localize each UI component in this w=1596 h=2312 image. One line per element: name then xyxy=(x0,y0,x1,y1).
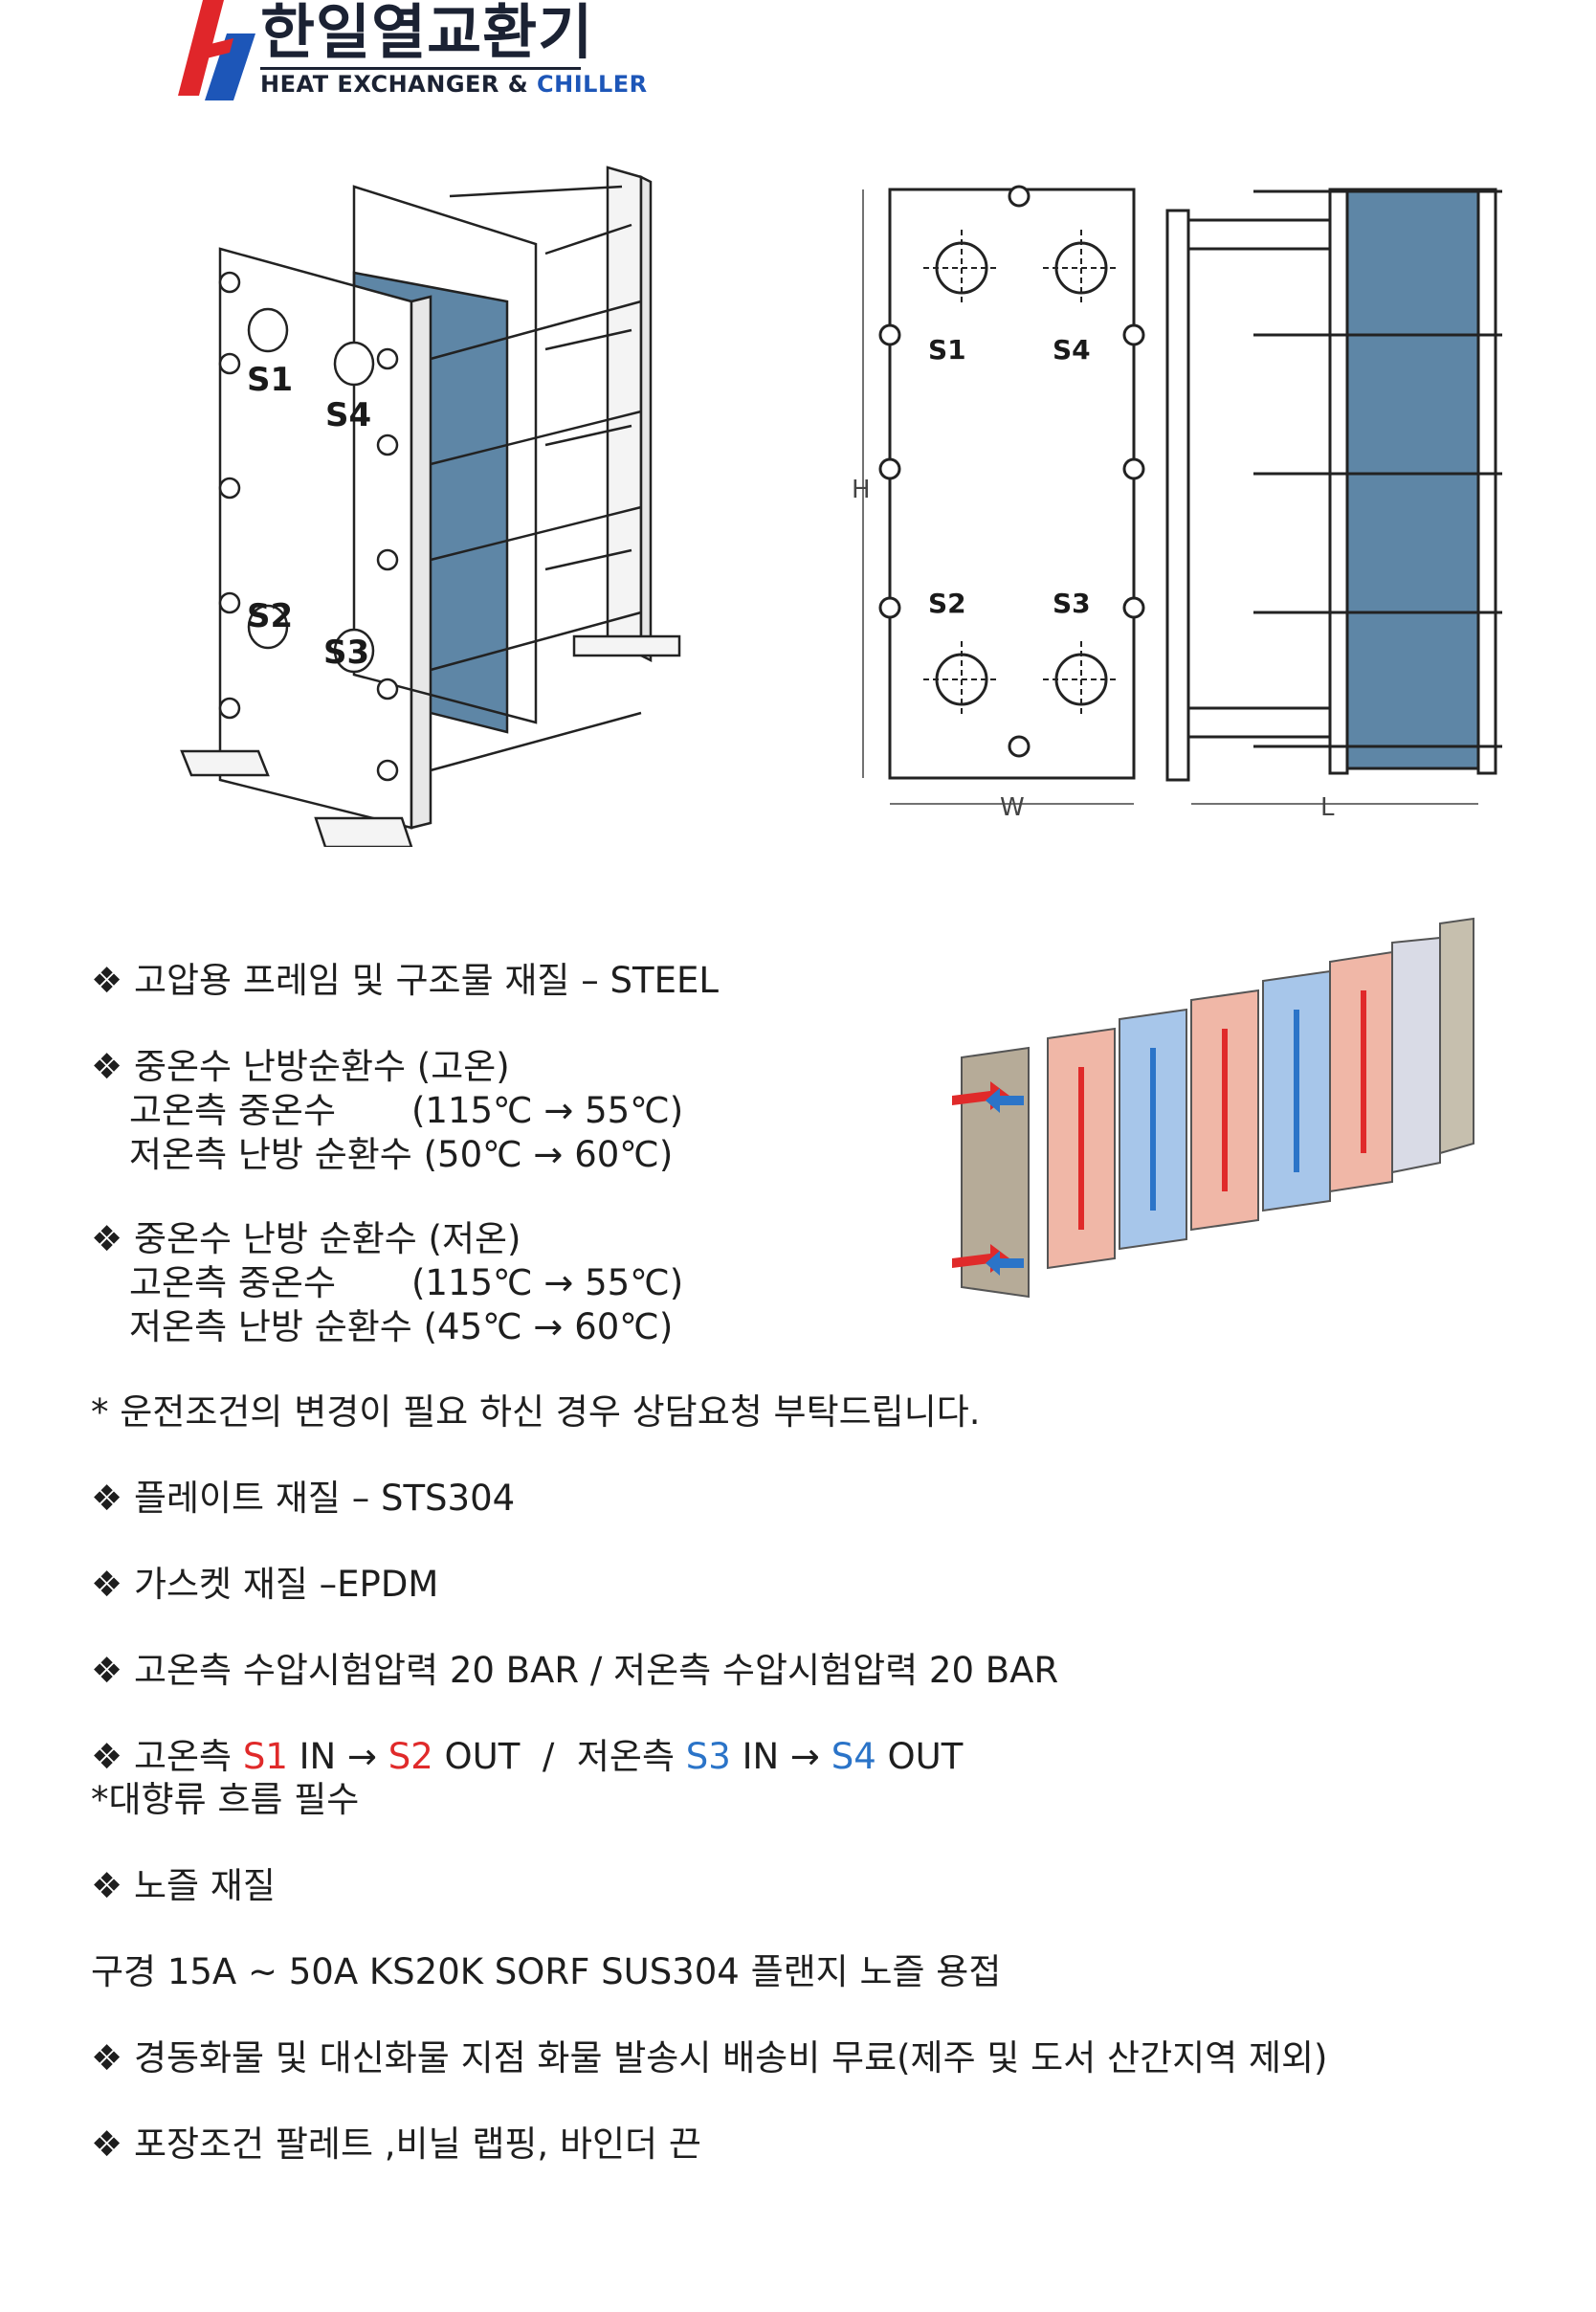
bullet-icon: ❖ xyxy=(91,1564,123,1605)
left-port-s3-label: S3 xyxy=(323,634,369,672)
dimension-height-label: H xyxy=(852,476,871,504)
bullet-icon: ❖ xyxy=(91,2123,123,2165)
spec-plate-text: 플레이트 재질 – STS304 xyxy=(133,1478,516,1519)
plate-flow-illustration xyxy=(952,917,1474,1299)
right-port-s1-label: S1 xyxy=(928,334,966,366)
bullet-icon: ❖ xyxy=(91,960,123,1001)
flow-s2: S2 xyxy=(388,1736,433,1777)
spec-condition2-title: ❖ 중온수 난방 순환수 (저온) xyxy=(91,1217,521,1261)
spec-gasket-text: 가스켓 재질 –EPDM xyxy=(133,1564,439,1605)
spec-gasket: ❖ 가스켓 재질 –EPDM xyxy=(91,1563,438,1607)
dimension-length-label: L xyxy=(1320,793,1335,822)
condition1-low: 저온측 난방 순환수 (50℃ → 60℃) xyxy=(129,1134,674,1175)
condition1-title-text: 중온수 난방순환수 (고온) xyxy=(133,1046,510,1087)
condition2-low: 저온측 난방 순환수 (45℃ → 60℃) xyxy=(129,1306,674,1347)
bullet-icon: ❖ xyxy=(91,2037,123,2079)
logo-divider xyxy=(260,67,581,70)
right-port-s2-label: S2 xyxy=(928,588,966,619)
spec-frame-text: 고압용 프레임 및 구조물 재질 – STEEL xyxy=(133,960,719,1001)
logo-mark-icon xyxy=(178,0,255,100)
logo-tagline-suffix: CHILLER xyxy=(537,71,648,98)
spec-plate: ❖ 플레이트 재질 – STS304 xyxy=(91,1477,515,1521)
left-port-s2-label: S2 xyxy=(247,597,293,635)
spec-packing: ❖ 포장조건 팔레트 ,비닐 랩핑, 바인더 끈 xyxy=(91,2123,701,2167)
condition2-high: 고온측 중온수 (115℃ → 55℃) xyxy=(129,1261,683,1305)
condition2-high-value: (115℃ → 55℃) xyxy=(411,1262,684,1303)
note-conditions: * 운전조건의 변경이 필요 하신 경우 상담요청 부탁드립니다. xyxy=(91,1391,981,1433)
flow-separator: / xyxy=(542,1736,555,1777)
left-port-s1-label: S1 xyxy=(247,361,293,399)
spec-frame: ❖ 고압용 프레임 및 구조물 재질 – STEEL xyxy=(91,959,719,1003)
condition1-high-value: (115℃ → 55℃) xyxy=(411,1090,684,1131)
spec-condition1-title: ❖ 중온수 난방순환수 (고온) xyxy=(91,1045,510,1089)
condition2-high-label: 고온측 중온수 xyxy=(129,1262,337,1303)
bullet-icon: ❖ xyxy=(91,1650,123,1691)
flow-s1: S1 xyxy=(242,1736,288,1777)
spec-shipping-text: 경동화물 및 대신화물 지점 화물 발송시 배송비 무료(제주 및 도서 산간지… xyxy=(133,2037,1328,2079)
company-logo: 한일열교환기 HEAT EXCHANGER & CHILLER xyxy=(0,0,647,105)
dimension-width-label: W xyxy=(1000,793,1025,822)
left-port-s4-label: S4 xyxy=(325,396,371,434)
right-port-s4-label: S4 xyxy=(1053,334,1091,366)
flow-s4: S4 xyxy=(831,1736,876,1777)
bullet-icon: ❖ xyxy=(91,1736,123,1777)
spec-shipping: ❖ 경동화물 및 대신화물 지점 화물 발송시 배송비 무료(제주 및 도서 산… xyxy=(91,2036,1327,2080)
bullet-icon: ❖ xyxy=(91,1046,123,1087)
logo-tagline-prefix: HEAT EXCHANGER & xyxy=(260,71,529,98)
heat-exchanger-isometric-diagram: S1 S4 S2 S3 xyxy=(180,166,681,847)
spec-flow: ❖ 고온측 S1 IN → S2 OUT / 저온측 S3 IN → S4 OU… xyxy=(91,1735,963,1779)
spec-nozzle: ❖ 노즐 재질 xyxy=(91,1864,276,1908)
condition1-high-label: 고온측 중온수 xyxy=(129,1090,337,1131)
logo-english-tagline: HEAT EXCHANGER & CHILLER xyxy=(260,71,648,98)
spec-pressure: ❖ 고온측 수압시험압력 20 BAR / 저온측 수압시험압력 20 BAR xyxy=(91,1649,1058,1693)
note-flow: *대향류 흐름 필수 xyxy=(91,1779,360,1820)
condition2-title-text: 중온수 난방 순환수 (저온) xyxy=(133,1218,521,1259)
bullet-icon: ❖ xyxy=(91,1865,123,1906)
spec-nozzle-detail: 구경 15A ~ 50A KS20K SORF SUS304 플랜지 노즐 용접 xyxy=(91,1951,1002,1992)
logo-korean-name: 한일열교환기 xyxy=(260,0,594,67)
heat-exchanger-dimension-diagram: S1 S4 S2 S3 H W L xyxy=(852,185,1502,822)
bullet-icon: ❖ xyxy=(91,1218,123,1259)
spec-packing-text: 포장조건 팔레트 ,비닐 랩핑, 바인더 끈 xyxy=(133,2123,701,2165)
flow-in2: IN → xyxy=(742,1736,820,1777)
spec-pressure-text: 고온측 수압시험압력 20 BAR / 저온측 수압시험압력 20 BAR xyxy=(133,1650,1059,1691)
flow-cold-side: 저온측 xyxy=(576,1736,676,1777)
condition1-high: 고온측 중온수 (115℃ → 55℃) xyxy=(129,1089,683,1133)
spec-nozzle-title: 노즐 재질 xyxy=(133,1865,276,1906)
right-port-s3-label: S3 xyxy=(1053,588,1091,619)
flow-out1: OUT xyxy=(444,1736,521,1777)
flow-out2: OUT xyxy=(887,1736,964,1777)
flow-s3: S3 xyxy=(685,1736,731,1777)
bullet-icon: ❖ xyxy=(91,1478,123,1519)
flow-hot-side: 고온측 xyxy=(133,1736,233,1777)
flow-in1: IN → xyxy=(299,1736,377,1777)
